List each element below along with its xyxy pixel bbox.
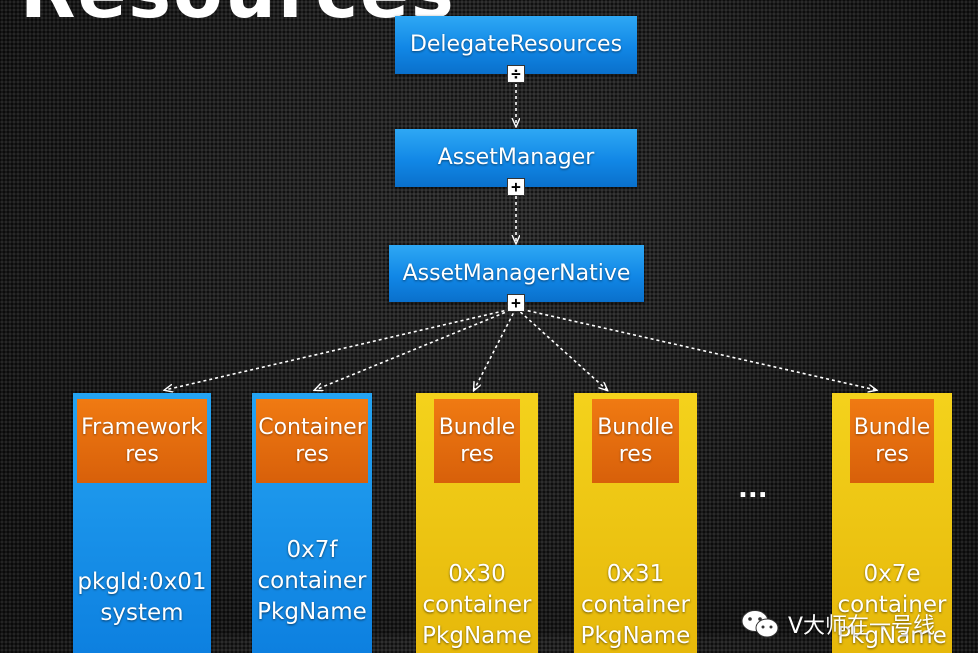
- expand-handle-icon[interactable]: +: [507, 294, 525, 312]
- arrow-native-to-bundle-7e: [515, 307, 876, 390]
- slide-title: Resources: [20, 0, 456, 34]
- wechat-icon: [741, 610, 779, 638]
- asset-manager-label: AssetManager: [437, 145, 595, 170]
- connector-arrows: [0, 84, 978, 635]
- framework-res-label: Framework res: [77, 399, 207, 483]
- arrow-native-to-bundle-31: [515, 307, 607, 390]
- arrow-native-to-container: [315, 307, 517, 390]
- arrow-native-to-framework: [165, 307, 517, 390]
- arrow-native-to-bundle-30: [474, 307, 517, 390]
- framework-res-column: Framework res pkgId:0x01 system: [73, 393, 211, 653]
- bundle-res-column-0x30: Bundle res 0x30 container PkgName: [416, 393, 538, 653]
- container-res-label: Container res: [256, 399, 368, 483]
- container-res-column: Container res 0x7f container PkgName: [252, 393, 372, 653]
- delegate-resources-box: DelegateResources: [395, 16, 637, 74]
- asset-manager-box: AssetManager: [395, 129, 637, 187]
- bundle-res-details: 0x31 container PkgName: [580, 561, 691, 649]
- bundle-res-label: Bundle res: [434, 399, 520, 483]
- bundle-res-column-0x31: Bundle res 0x31 container PkgName: [574, 393, 697, 653]
- bundle-res-details: 0x30 container PkgName: [422, 561, 532, 649]
- bundle-res-label: Bundle res: [850, 399, 934, 483]
- framework-res-details: pkgId:0x01 system: [77, 569, 207, 626]
- watermark: V大师在一号线: [740, 608, 935, 640]
- expand-handle-icon[interactable]: ÷: [507, 65, 525, 83]
- asset-manager-native-label: AssetManagerNative: [402, 261, 631, 286]
- container-res-details: 0x7f container PkgName: [257, 537, 367, 625]
- more-bundles-ellipsis: ...: [738, 474, 768, 504]
- asset-manager-native-box: AssetManagerNative: [389, 245, 644, 302]
- bundle-res-label: Bundle res: [592, 399, 679, 483]
- expand-handle-icon[interactable]: +: [507, 178, 525, 196]
- bundle-res-column-0x7e: Bundle res 0x7e container PkgName: [832, 393, 952, 653]
- delegate-resources-label: DelegateResources: [409, 32, 623, 57]
- watermark-text: V大师在一号线: [788, 614, 936, 639]
